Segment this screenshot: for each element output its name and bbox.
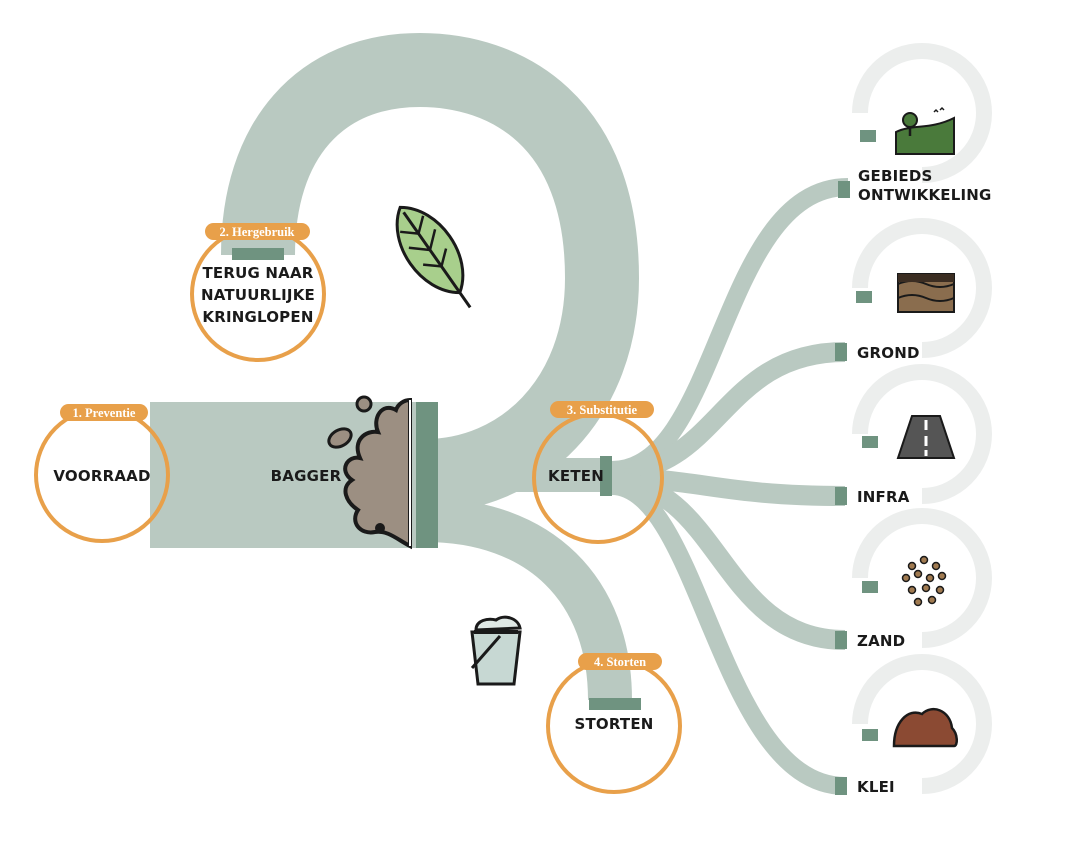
waste-bucket-icon [470,615,522,686]
label-infra: INFRA [857,488,910,506]
marker-infra-end [835,487,847,505]
mud-splash-icon [327,395,412,550]
ring-infra [852,364,992,504]
flow-klei [610,477,846,795]
flow-zand [611,472,846,650]
ring-zand [852,508,992,648]
label-zand: ZAND [857,632,905,650]
road-icon [896,415,956,459]
label-hergebruik-line1: TERUG NAAR [202,264,313,282]
marker-ring-klei [862,729,878,741]
marker-bagger [416,402,438,548]
marker-hergebruik [232,248,284,260]
marker-klei-end [835,777,847,795]
ring-gebiedsontwikkeling [852,43,992,183]
label-keten: KETEN [548,467,604,485]
landscape-tree-icon [895,106,955,155]
leaf-icon [395,205,472,309]
label-storten: STORTEN [574,715,653,733]
marker-keten [600,456,612,496]
destination-rings [852,43,992,794]
marker-storten [589,698,641,710]
tag-substitutie: 3. Substitutie [550,401,654,418]
label-bagger: BAGGER [271,467,342,485]
tag-preventie-text: 1. Preventie [73,406,136,420]
marker-ring-grond [856,291,872,303]
destination-labels: GEBIEDS ONTWIKKELING GROND INFRA ZAND KL… [857,167,992,796]
tag-hergebruik-text: 2. Hergebruik [220,225,295,239]
label-gebieds: GEBIEDS [858,167,932,185]
tag-hergebruik: 2. Hergebruik [205,223,310,240]
flow-gebiedsontwikkeling [611,178,849,479]
marker-gebiedsontwikkeling-end [838,181,850,198]
stage-labels: VOORRAAD TERUG NAAR NATUURLIJKE KRINGLOP… [53,264,653,733]
clay-mound-icon [892,708,958,748]
label-hergebruik-line2: NATUURLIJKE [201,286,315,304]
flow-bands [221,32,849,795]
flow-arch-hergebruik [221,32,640,513]
soil-layers-icon [897,273,955,313]
ring-klei [852,654,992,794]
label-grond: GROND [857,344,920,362]
label-klei: KLEI [857,778,895,796]
ring-grond [852,218,992,358]
flow-storten [424,498,632,701]
label-ontwikkeling: ONTWIKKELING [858,186,992,204]
marker-grond-end [835,343,847,361]
stage-tags: 1. Preventie 2. Hergebruik 3. Substituti… [60,223,662,670]
marker-ring-infra [862,436,878,448]
tag-storten-text: 4. Storten [594,655,646,669]
flow-grond [611,342,846,482]
marker-ring-gebiedsontwikkeling [860,130,876,142]
flow-markers [232,130,878,795]
sand-grains-icon [901,555,947,607]
tag-substitutie-text: 3. Substitutie [567,403,638,417]
label-voorraad: VOORRAAD [53,467,150,485]
marker-ring-zand [862,581,878,593]
tag-preventie: 1. Preventie [60,404,148,421]
tag-storten: 4. Storten [578,653,662,670]
marker-zand-end [835,631,847,649]
label-hergebruik-line3: KRINGLOPEN [202,308,313,326]
